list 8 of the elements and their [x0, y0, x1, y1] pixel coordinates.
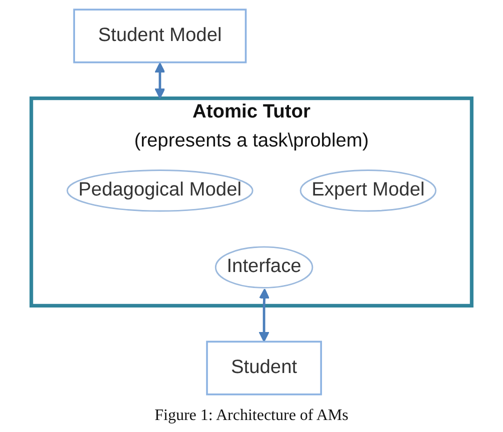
- arrow: [154, 62, 166, 99]
- node-ellipse: Expert Model: [300, 170, 436, 212]
- node-box: Student Model: [73, 8, 247, 64]
- node-box: Student: [206, 340, 322, 396]
- arrow: [258, 288, 270, 342]
- node-ellipse: Interface: [214, 246, 314, 288]
- caption: Figure 1: Architecture of AMs: [154, 407, 348, 424]
- node-ellipse: Pedagogical Model: [66, 170, 254, 212]
